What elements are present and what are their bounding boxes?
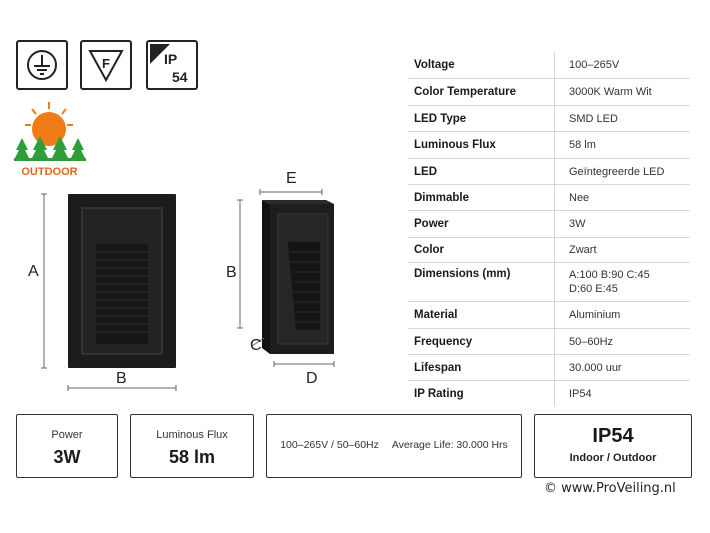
electrical-card-text: 100–265V / 50–60Hz Average Life: 30.000 … [267, 439, 521, 451]
spec-value: SMD LED [554, 106, 690, 131]
ip-badge: IP 54 [146, 40, 198, 90]
spec-key: Lifespan [414, 361, 462, 374]
f-mark-text: F [102, 56, 110, 71]
electrical-life: Average Life: 30.000 Hrs [391, 439, 508, 451]
spec-value-line1: A:100 B:90 C:45 [569, 269, 650, 281]
dim-label-c: C [250, 337, 262, 354]
spec-row-material: Material Aluminium [408, 302, 690, 329]
spec-value: Zwart [554, 238, 690, 262]
spec-value: Aluminium [554, 302, 690, 328]
electrical-voltage: 100–265V / 50–60Hz [280, 439, 379, 451]
spec-value: IP54 [554, 381, 690, 406]
power-card-value: 3W [53, 447, 81, 467]
ip-badge-top: IP [164, 51, 177, 67]
spec-row-lifespan: Lifespan 30.000 uur [408, 355, 690, 381]
ip-rating-card: IP54 Indoor / Outdoor [534, 414, 692, 478]
spec-key: Voltage [414, 59, 455, 71]
spec-value: Nee [554, 185, 690, 210]
f-mark-badge: F [80, 40, 132, 90]
spec-row-led: LED Geïntegreerde LED [408, 159, 690, 185]
dim-label-b-front: B [116, 370, 127, 387]
spec-value: 50–60Hz [554, 329, 690, 354]
flux-card-label: Luminous Flux [156, 429, 228, 441]
f-triangle-icon: F [88, 50, 124, 83]
spec-row-luminous-flux: Luminous Flux 58 lm [408, 132, 690, 159]
spec-key: IP Rating [414, 387, 464, 400]
spec-table: Voltage 100–265V Color Temperature 3000K… [408, 52, 690, 406]
spec-row-frequency: Frequency 50–60Hz [408, 329, 690, 355]
dim-label-d: D [306, 370, 318, 387]
power-card: Power 3W [16, 414, 118, 478]
spec-value-line2: D:60 E:45 [569, 283, 618, 295]
power-card-label: Power [51, 429, 83, 441]
spec-key: Material [414, 309, 458, 321]
spec-key: LED Type [414, 112, 467, 125]
front-view-drawing [41, 193, 177, 391]
spec-row-ip-rating: IP Rating IP54 [408, 381, 690, 406]
spec-key: Luminous Flux [414, 139, 496, 151]
spec-value: 58 lm [554, 132, 690, 158]
dim-label-a: A [28, 263, 39, 280]
spec-row-dimmable: Dimmable Nee [408, 185, 690, 211]
spec-row-power: Power 3W [408, 211, 690, 238]
dim-label-e: E [286, 170, 297, 187]
spec-row-color-temperature: Color Temperature 3000K Warm Wit [408, 79, 690, 106]
spec-key: LED [414, 165, 437, 178]
sun-trees-icon [14, 102, 86, 161]
ip-card-label: Indoor / Outdoor [569, 452, 657, 464]
spec-value: 3W [554, 211, 690, 237]
spec-value: 30.000 uur [554, 355, 690, 380]
spec-value: A:100 B:90 C:45 D:60 E:45 [554, 263, 690, 301]
spec-key: Power [414, 218, 449, 230]
side-view-drawing [237, 189, 335, 367]
spec-row-color: Color Zwart [408, 238, 690, 263]
spec-row-dimensions: Dimensions (mm) A:100 B:90 C:45 D:60 E:4… [408, 263, 690, 302]
ground-badge [16, 40, 68, 90]
spec-row-led-type: LED Type SMD LED [408, 106, 690, 132]
spec-row-voltage: Voltage 100–265V [408, 52, 690, 79]
ip-rating-icon: IP 54 [150, 44, 188, 85]
ground-icon [27, 50, 57, 80]
flux-card-value: 58 lm [168, 447, 216, 467]
ip-badge-bottom: 54 [172, 69, 188, 85]
spec-key: Color [414, 244, 445, 256]
spec-value: Geïntegreerde LED [554, 159, 690, 184]
spec-value: 3000K Warm Wit [554, 79, 690, 105]
spec-value: 100–265V [554, 52, 690, 78]
outdoor-label: OUTDOOR [21, 166, 78, 178]
spec-key: Dimensions (mm) [414, 268, 511, 280]
dim-label-b-side: B [226, 264, 237, 281]
spec-key: Dimmable [414, 191, 469, 204]
outdoor-logo: OUTDOOR [12, 100, 87, 185]
watermark: © www.ProVeiling.nl [544, 481, 676, 496]
ip-card-value: IP54 [592, 425, 634, 447]
electrical-card: 100–265V / 50–60Hz Average Life: 30.000 … [266, 414, 522, 478]
spec-key: Color Temperature [414, 86, 517, 98]
spec-key: Frequency [414, 335, 473, 348]
luminous-flux-card: Luminous Flux 58 lm [130, 414, 254, 478]
